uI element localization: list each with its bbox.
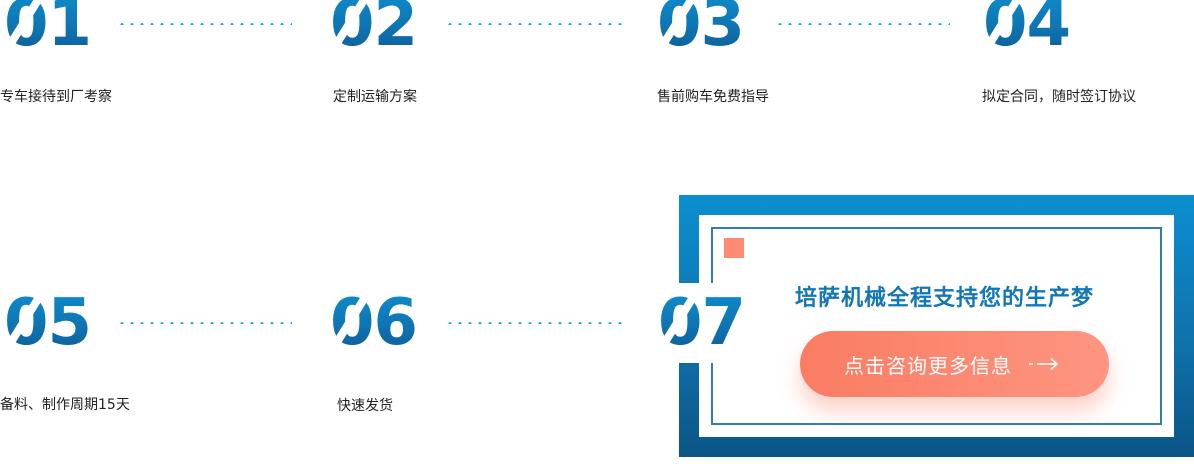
step-label: 定制运输方案: [333, 89, 417, 105]
step-label: 专车接待到厂考察: [0, 89, 112, 105]
consult-button[interactable]: 点击咨询更多信息: [800, 331, 1109, 397]
cta-panel-inner: 培萨机械全程支持您的生产梦 点击咨询更多信息: [699, 215, 1174, 437]
step-05: 05: [4, 291, 92, 355]
step-02: 02: [330, 0, 418, 56]
step-04: 04: [983, 0, 1071, 56]
step-label: 备料、制作周期15天: [0, 397, 130, 413]
dotted-connector: [445, 322, 623, 324]
cta-panel: 培萨机械全程支持您的生产梦 点击咨询更多信息: [679, 195, 1194, 457]
step-01: 01: [4, 0, 92, 56]
step-06: 06: [330, 291, 418, 355]
step-label: 售前购车免费指导: [657, 89, 769, 105]
dotted-connector: [117, 23, 292, 25]
consult-button-label: 点击咨询更多信息: [844, 353, 1012, 378]
cta-title: 培萨机械全程支持您的生产梦: [795, 286, 1095, 311]
decorative-square: [724, 238, 744, 258]
dotted-connector: [445, 23, 623, 25]
step-label: 拟定合同，随时签订协议: [982, 89, 1136, 105]
step-03: 03: [657, 0, 745, 56]
step-label: 快速发货: [337, 398, 393, 414]
step-07: 07: [650, 283, 754, 363]
dotted-connector: [117, 322, 292, 324]
dotted-connector: [775, 23, 950, 25]
arrow-right-icon: [1028, 357, 1060, 371]
